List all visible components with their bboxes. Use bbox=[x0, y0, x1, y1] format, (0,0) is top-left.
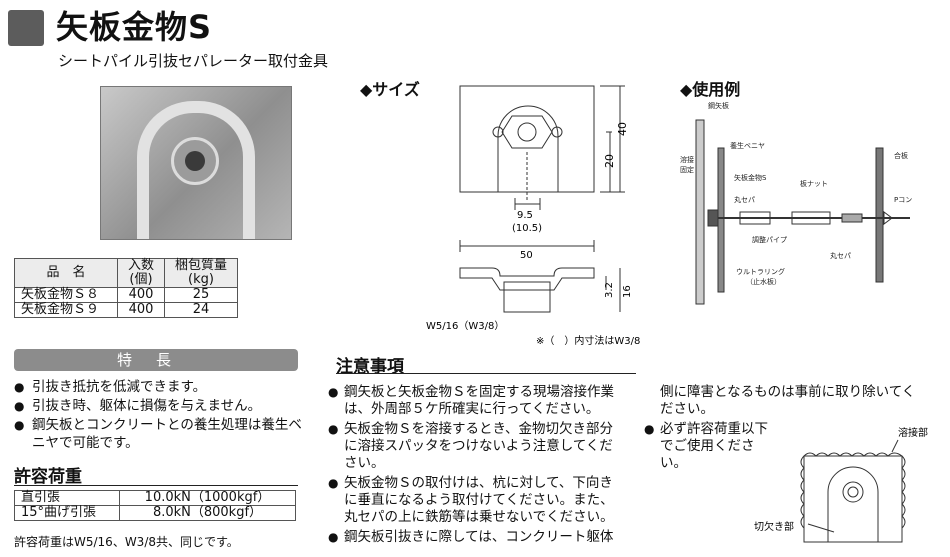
plywood bbox=[875, 147, 884, 283]
table-row: 矢板金物Ｓ８ 400 25 bbox=[14, 287, 238, 303]
u-slot bbox=[497, 105, 559, 192]
dim-16: 16 bbox=[622, 285, 633, 298]
list-item: 矢板金物Ｓを溶接するとき、金物切欠き部分に溶接スパッタをつけないよう注意してくだ… bbox=[328, 421, 620, 472]
list-item: 鋼矢板とコンクリートとの養生処理は養生ベニヤで可能です。 bbox=[14, 416, 304, 452]
label-notch-part: 切欠き部 bbox=[754, 520, 794, 533]
weld-diagram: 溶接部 切欠き部 bbox=[754, 426, 928, 543]
form-nut bbox=[739, 211, 771, 225]
usage-heading: ◆使用例 bbox=[680, 80, 741, 99]
hex-nut bbox=[501, 115, 553, 149]
size-note: ※（ ）内寸法はW3/8 bbox=[536, 334, 640, 347]
weld-plate bbox=[803, 455, 903, 543]
spec-table: 品 名 入数(個) 梱包質量(kg) 矢板金物Ｓ８ 400 25 矢板金物Ｓ９ … bbox=[14, 258, 238, 318]
label-welding: 溶接 bbox=[680, 155, 694, 164]
page-subtitle: シートパイル引抜セパレーター取付金具 bbox=[58, 52, 329, 70]
side-profile bbox=[459, 267, 595, 291]
label-ultra-ring: ウルトラリング bbox=[736, 267, 785, 276]
adjust-pipe bbox=[791, 211, 831, 225]
list-item: 鋼矢板引抜きに際しては、コンクリート躯体 bbox=[328, 529, 620, 546]
label-plywood: 合板 bbox=[894, 151, 908, 160]
size-heading: ◆サイズ bbox=[360, 80, 420, 99]
dim-50: 50 bbox=[520, 250, 533, 261]
spec-header-qty: 入数(個) bbox=[117, 258, 165, 288]
list-item: 側に障害となるものは事前に取り除いてください。 bbox=[660, 384, 916, 417]
label-weld-part: 溶接部 bbox=[898, 426, 928, 439]
label-form-nut: 板ナット bbox=[800, 179, 828, 188]
sheet-pile bbox=[695, 119, 705, 305]
list-item: 必ず許容荷重以下でご使用ください。 bbox=[644, 421, 775, 472]
side-nut bbox=[503, 281, 551, 313]
table-row: 直引張 10.0kN（1000kgf） bbox=[14, 490, 296, 506]
label-water-stop: （止水板） bbox=[746, 277, 781, 286]
title-square-icon bbox=[8, 10, 44, 46]
list-item: 鋼矢板と矢板金物Ｓを固定する現場溶接作業は、外周部５ケ所確実に行ってください。 bbox=[328, 384, 620, 418]
load-heading: 許容荷重 bbox=[14, 467, 82, 487]
dim-20: 20 bbox=[603, 154, 616, 168]
dim-3-2: 3.2 bbox=[604, 282, 615, 298]
caution-list-1: 鋼矢板と矢板金物Ｓを固定する現場溶接作業は、外周部５ケ所確実に行ってください。 … bbox=[328, 384, 620, 549]
usage-diagram: 鋼矢板 養生ベニヤ 溶接 固定 矢板金物S 丸セパ 板ナット 調整パイプ 合板 … bbox=[680, 101, 912, 305]
table-row: 15°曲げ引張 8.0kN（800kgf） bbox=[14, 505, 296, 521]
divider bbox=[14, 485, 298, 486]
label-fixed: 固定 bbox=[680, 165, 694, 174]
dim-40: 40 bbox=[616, 122, 629, 136]
label-adjust-pipe: 調整パイプ bbox=[752, 235, 787, 244]
dim-9-5: 9.5 bbox=[517, 210, 533, 221]
spec-header-mass: 梱包質量(kg) bbox=[164, 258, 238, 288]
features-heading: 特長 bbox=[14, 349, 298, 371]
ultra-ring bbox=[841, 213, 863, 223]
load-table: 直引張 10.0kN（1000kgf） 15°曲げ引張 8.0kN（800kgf… bbox=[14, 490, 296, 521]
product-photo bbox=[100, 86, 292, 240]
label-sheet-pile: 鋼矢板 bbox=[708, 101, 729, 110]
size-diagram: 40 20 9.5 (10.5) 50 3.2 16 W5/16（W3/8） ※… bbox=[426, 85, 640, 347]
curing-veneer bbox=[717, 147, 725, 293]
plate-outline bbox=[459, 85, 595, 193]
table-row: 矢板金物Ｓ９ 400 24 bbox=[14, 302, 238, 318]
caution-heading: 注意事項 bbox=[336, 357, 404, 377]
page-title: 矢板金物S bbox=[56, 8, 213, 46]
dim-10-5: (10.5) bbox=[512, 223, 542, 234]
list-item: 矢板金物Ｓの取付けは、杭に対して、下向きに垂直になるよう取付けてください。また、… bbox=[328, 475, 620, 526]
label-round-sepa: 丸セパ bbox=[734, 195, 755, 204]
load-note: 許容荷重はW5/16、W3/8共、同じです。 bbox=[14, 535, 239, 549]
label-fitting: 矢板金物S bbox=[734, 173, 767, 182]
label-p-cone: Pコン bbox=[894, 196, 912, 204]
label-curing-veneer: 養生ベニヤ bbox=[730, 141, 765, 150]
divider bbox=[336, 373, 636, 374]
label-round-sepa-2: 丸セパ bbox=[830, 251, 851, 260]
thread-label: W5/16（W3/8） bbox=[426, 320, 504, 332]
list-item: 引抜き抵抗を低減できます。 bbox=[14, 378, 304, 396]
spec-header-name: 品 名 bbox=[14, 258, 118, 288]
weld-u-slot bbox=[827, 466, 879, 542]
photo-hole bbox=[185, 151, 205, 171]
features-list: 引抜き抵抗を低減できます。 引抜き時、躯体に損傷を与えません。 鋼矢板とコンクリ… bbox=[14, 378, 304, 453]
list-item: 引抜き時、躯体に損傷を与えません。 bbox=[14, 397, 304, 415]
caution-list-2: 側に障害となるものは事前に取り除いてください。 必ず許容荷重以下でご使用ください… bbox=[644, 384, 924, 475]
